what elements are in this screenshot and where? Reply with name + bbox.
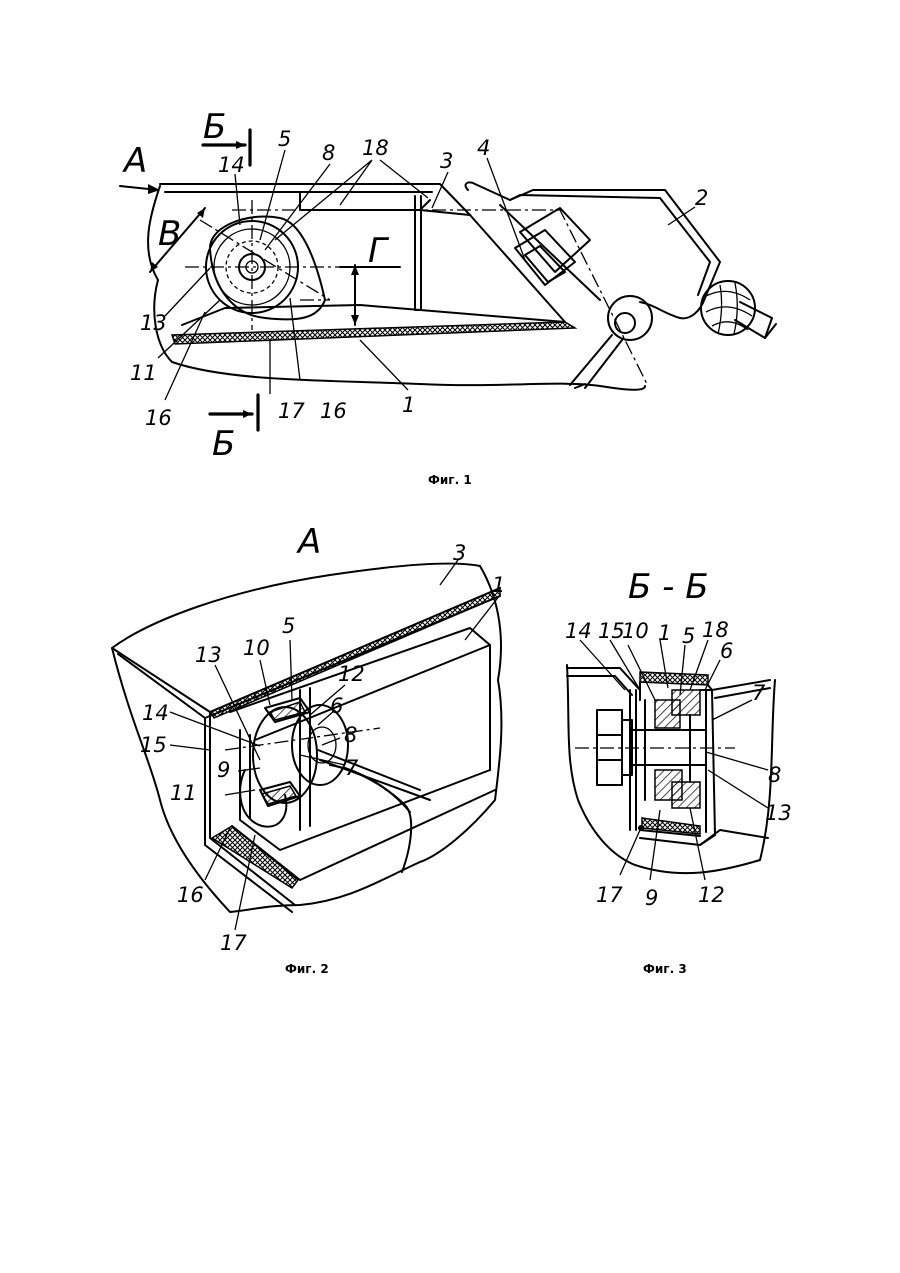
- fig1-bottom-plate: [172, 322, 575, 344]
- fig1-label-2: 2: [695, 186, 708, 210]
- fig1-label-17: 17: [278, 399, 305, 423]
- fig2-label-17: 17: [220, 931, 247, 955]
- fig1-bracket: [466, 182, 776, 388]
- fig3-label-12: 12: [698, 883, 725, 907]
- fig1-view-a: А: [122, 141, 147, 181]
- fig2-label-15: 15: [140, 733, 167, 757]
- figure-3: Б - Б 14 15 10 1 5 18 6 7 8: [565, 567, 792, 976]
- fig1-label-13: 13: [140, 311, 167, 335]
- figure-1: А В Г Б Б 14 5 8 18 3 4 2 13 11 16 17 16…: [120, 107, 776, 487]
- fig2-label-1: 1: [492, 573, 505, 597]
- fig1-label-4: 4: [477, 136, 490, 160]
- fig1-caption: Фиг. 1: [428, 473, 472, 487]
- fig1-dim-g: Г: [368, 231, 390, 271]
- fig2-roller: [225, 688, 430, 830]
- fig3-label-8: 8: [768, 763, 781, 787]
- fig3-label-7: 7: [752, 681, 766, 705]
- fig3-label-15: 15: [598, 619, 625, 643]
- fig3-top-plate: [640, 672, 708, 685]
- fig2-label-10: 10: [243, 636, 270, 660]
- fig1-section-b-top: Б: [203, 107, 226, 147]
- fig2-label-9: 9: [217, 758, 230, 782]
- fig2-label-14: 14: [142, 701, 169, 725]
- fig2-label-7: 7: [345, 756, 359, 780]
- fig1-break-outline: [148, 186, 645, 390]
- fig3-label-5: 5: [682, 624, 695, 648]
- fig2-label-16: 16: [177, 883, 204, 907]
- fig1-view-b: В: [158, 214, 181, 254]
- fig1-label-3: 3: [440, 149, 453, 173]
- fig3-caption: Фиг. 3: [643, 962, 687, 976]
- fig2-caption: Фиг. 2: [285, 962, 329, 976]
- fig3-label-10: 10: [622, 619, 649, 643]
- fig2-label-11: 11: [170, 781, 197, 805]
- figure-2: А: [112, 522, 505, 976]
- fig2-label-5: 5: [282, 614, 295, 638]
- fig2-label-3: 3: [453, 541, 466, 565]
- fig1-label-18: 18: [362, 136, 389, 160]
- fig2-label-8: 8: [344, 723, 357, 747]
- fig3-label-14: 14: [565, 619, 592, 643]
- fig3-label-13: 13: [765, 801, 792, 825]
- fig2-title: А: [296, 522, 321, 562]
- fig2-label-6: 6: [330, 694, 343, 718]
- fig1-label-11: 11: [130, 361, 157, 385]
- fig1-label-16b: 16: [320, 399, 347, 423]
- fig1-label-1: 1: [402, 393, 415, 417]
- fig3-label-9: 9: [645, 886, 658, 910]
- fig3-label-1: 1: [658, 621, 671, 645]
- fig1-label-16a: 16: [145, 406, 172, 430]
- fig3-label-6: 6: [720, 639, 733, 663]
- fig1-label-14: 14: [218, 153, 245, 177]
- fig3-label-17: 17: [596, 883, 623, 907]
- fig2-label-13: 13: [195, 643, 222, 667]
- fig1-label-8: 8: [322, 141, 335, 165]
- fig3-title: Б - Б: [628, 567, 709, 607]
- fig1-label-5: 5: [278, 127, 291, 151]
- fig2-label-12: 12: [338, 662, 365, 686]
- fig1-section-b-bottom: Б: [212, 424, 235, 464]
